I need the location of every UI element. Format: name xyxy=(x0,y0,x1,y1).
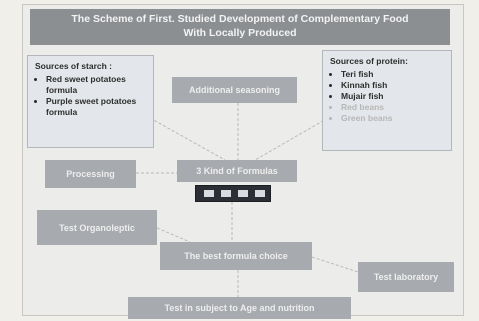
protein-sources-box: Sources of protein: Teri fish Kinnah fis… xyxy=(322,50,452,151)
starch-item-red: Red sweet potatoes formula xyxy=(46,74,146,96)
starch-item-purple: Purple sweet potatoes formula xyxy=(46,96,146,118)
formulas-box: 3 Kind of Formulas xyxy=(177,160,297,182)
protein-sources-list: Teri fish Kinnah fish Mujair fish Red be… xyxy=(330,69,444,124)
formula-samples-image xyxy=(195,185,271,202)
sample-frame-4 xyxy=(255,190,265,197)
protein-item-kinnah: Kinnah fish xyxy=(341,80,444,91)
starch-sources-list: Red sweet potatoes formula Purple sweet … xyxy=(35,74,146,118)
sample-frame-3 xyxy=(238,190,248,197)
final-test-box: Test in subject to Age and nutrition xyxy=(128,297,351,319)
starch-sources-box: Sources of starch : Red sweet potatoes f… xyxy=(27,55,154,148)
processing-box: Processing xyxy=(45,160,136,188)
organoleptic-box: Test Organoleptic xyxy=(37,210,157,245)
connector-organoleptic-best xyxy=(156,227,191,243)
protein-sources-title: Sources of protein: xyxy=(330,56,408,66)
diagram-title: The Scheme of First. Studied Development… xyxy=(30,9,450,45)
protein-item-teri: Teri fish xyxy=(341,69,444,80)
laboratory-box: Test laboratory xyxy=(358,262,454,292)
title-line-2: With Locally Produced xyxy=(183,27,297,39)
sample-frame-2 xyxy=(221,190,231,197)
connector-best-laboratory xyxy=(311,256,359,273)
best-formula-box: The best formula choice xyxy=(160,242,312,270)
connector-protein-formulas xyxy=(254,117,329,161)
starch-sources-title: Sources of starch : xyxy=(35,61,112,71)
protein-item-red-beans: Red beans xyxy=(341,102,444,113)
title-line-1: The Scheme of First. Studied Development… xyxy=(71,13,409,25)
protein-item-mujair: Mujair fish xyxy=(341,91,444,102)
protein-item-green-beans: Green beans xyxy=(341,113,444,124)
sample-frame-1 xyxy=(204,190,214,197)
seasoning-box: Additional seasoning xyxy=(172,77,297,103)
connector-starch-formulas xyxy=(149,117,226,161)
